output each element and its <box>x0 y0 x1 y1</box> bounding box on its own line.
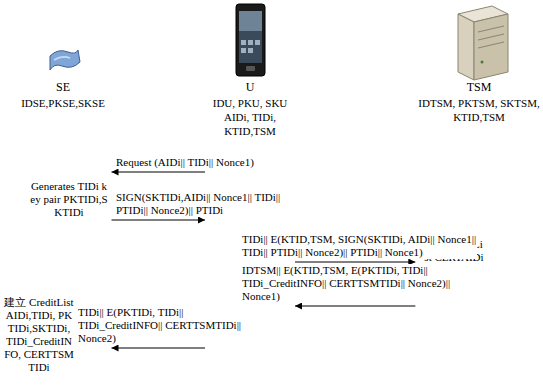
message-label: SIGN(SKTIDi,AIDi|| Nonce1|| TIDi|| PTIDi… <box>116 191 286 217</box>
entity-keys: IDU, PKU, SKU AIDi, TIDi, KTID,TSM <box>205 96 295 138</box>
server-icon <box>458 6 508 80</box>
message-label: TIDi|| E(KTID,TSM, SIGN(SKTIDi, AIDi|| N… <box>242 233 477 259</box>
message-label: Request (AIDi|| TIDi|| Nonce1) <box>116 156 254 169</box>
message-arrow <box>295 303 415 310</box>
message-arrow <box>112 217 206 224</box>
entity-name: TSM <box>415 80 542 94</box>
message-arrow <box>112 169 206 176</box>
se-chip-icon <box>50 50 80 70</box>
phone-icon <box>236 4 265 76</box>
entity-name: SE <box>15 80 112 94</box>
step-note: Generates TIDi key pair PKTIDi,SKTIDi <box>30 180 108 219</box>
entity-keys: IDSE,PKSE,SKSE <box>15 96 112 110</box>
message-label: IDTSM|| E(KTID,TSM, E(PKTIDi, TIDi|| TID… <box>242 264 477 303</box>
step-note: 建立 CreditList AIDi,TIDi, PKTIDi,SKTIDi, … <box>4 296 74 374</box>
message-arrow <box>112 345 206 352</box>
entity-name: U <box>205 80 295 94</box>
entity-keys: IDTSM, PKTSM, SKTSM, KTID,TSM <box>415 96 542 124</box>
message-label: TIDi|| E(PKTIDi, TIDi|| TIDi_CreditINFO|… <box>78 306 263 345</box>
